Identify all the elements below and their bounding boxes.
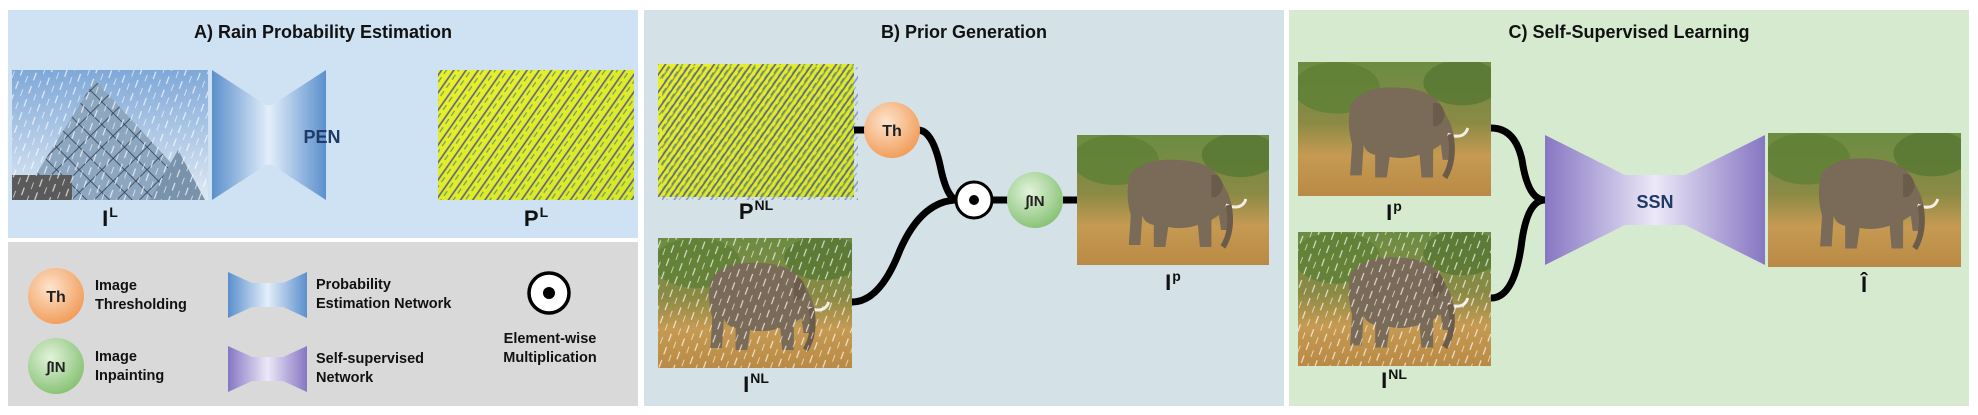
label-i-p-b: Ip <box>1165 268 1181 295</box>
legend-pen-line1: Probability <box>316 277 391 293</box>
legend-th-line2: Thresholding <box>95 297 187 313</box>
inpaint-operator-label: ∫IN <box>1024 193 1044 210</box>
legend-in-line2: Inpainting <box>95 368 165 384</box>
nonlocal-rainy-image-c <box>1298 232 1491 366</box>
legend-background <box>8 242 638 406</box>
multiply-operator <box>954 180 994 220</box>
panel-c-title: C) Self-Supervised Learning <box>1508 22 1750 42</box>
legend-ssn-icon <box>228 346 307 392</box>
nonlocal-probability-map <box>658 64 858 200</box>
legend-th-icon: Th <box>28 268 84 324</box>
connector-lines-c <box>1490 124 1546 302</box>
label-p-l: PL <box>523 204 549 231</box>
ssn-label: SSN <box>1636 192 1673 212</box>
legend-mult-line1: Element-wise <box>503 331 597 347</box>
panel-b-title: B) Prior Generation <box>880 22 1048 42</box>
label-i-nl-c: INL <box>1381 366 1407 393</box>
label-i-p-c: Ip <box>1386 198 1402 225</box>
threshold-operator: Th <box>864 102 920 158</box>
legend-multiply-icon <box>527 271 571 315</box>
panel-a-title: A) Rain Probability Estimation <box>193 22 453 42</box>
legend-pen-text: Probability Estimation Network <box>316 276 451 314</box>
threshold-operator-label: Th <box>882 123 902 140</box>
legend-pen-icon <box>228 272 307 318</box>
prior-image-c <box>1293 60 1500 196</box>
legend-in-symbol: ∫IN <box>45 359 65 376</box>
pen-label: PEN <box>303 127 340 147</box>
label-i-hat: Î <box>1860 272 1868 297</box>
pen-network-shape: PEN <box>212 70 341 200</box>
label-i-l: IL <box>102 204 118 231</box>
legend-th-symbol: Th <box>46 289 66 306</box>
legend-mult-line2: Multiplication <box>503 350 597 366</box>
output-derained-image <box>1763 131 1970 267</box>
legend-pen-line2: Estimation Network <box>316 296 452 312</box>
legend-th-line1: Image <box>95 278 137 294</box>
legend-th-text: Image Thresholding <box>95 277 187 315</box>
nonlocal-rainy-image <box>658 238 852 368</box>
label-i-nl-b: INL <box>743 370 769 397</box>
inpaint-operator: ∫IN <box>1007 172 1063 228</box>
legend-in-icon: ∫IN <box>28 338 84 394</box>
legend-in-line1: Image <box>95 349 137 365</box>
prior-image-b <box>1072 133 1278 265</box>
legend-mult-text: Element-wise Multiplication <box>480 330 620 368</box>
rain-probability-map <box>438 70 634 200</box>
input-image-rainy-building <box>12 70 208 200</box>
connector-lines-b <box>851 126 1077 306</box>
legend-in-text: Image Inpainting <box>95 348 164 386</box>
ssn-network-shape: SSN <box>1545 135 1765 265</box>
legend-ssn-text: Self-supervised Network <box>316 350 424 388</box>
legend-ssn-line2: Network <box>316 370 374 386</box>
legend-ssn-line1: Self-supervised <box>316 351 424 367</box>
label-p-nl: PNL <box>738 197 774 224</box>
